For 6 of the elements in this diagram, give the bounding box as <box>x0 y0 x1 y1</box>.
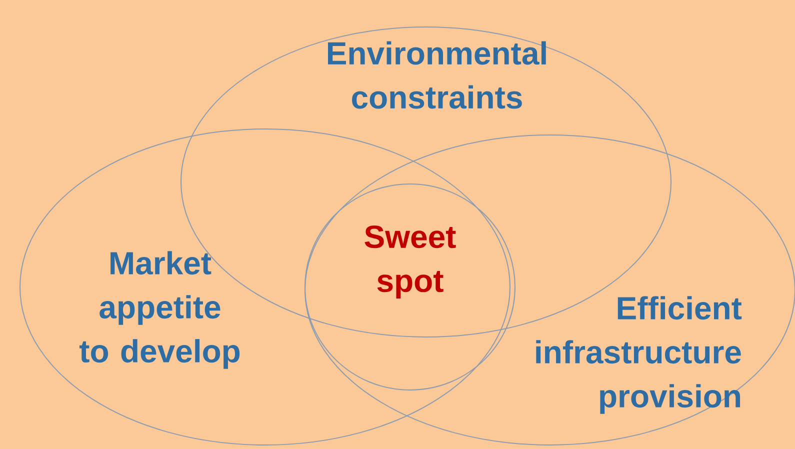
venn-ellipse <box>20 128 510 446</box>
set-label: Efficient infrastructure provision <box>536 296 742 414</box>
highlight-label: Sweet spot <box>364 226 456 298</box>
set-label: Market appetite to develop <box>80 251 240 369</box>
venn-circle <box>304 183 516 390</box>
set-label: Environmental constraints <box>328 41 546 109</box>
